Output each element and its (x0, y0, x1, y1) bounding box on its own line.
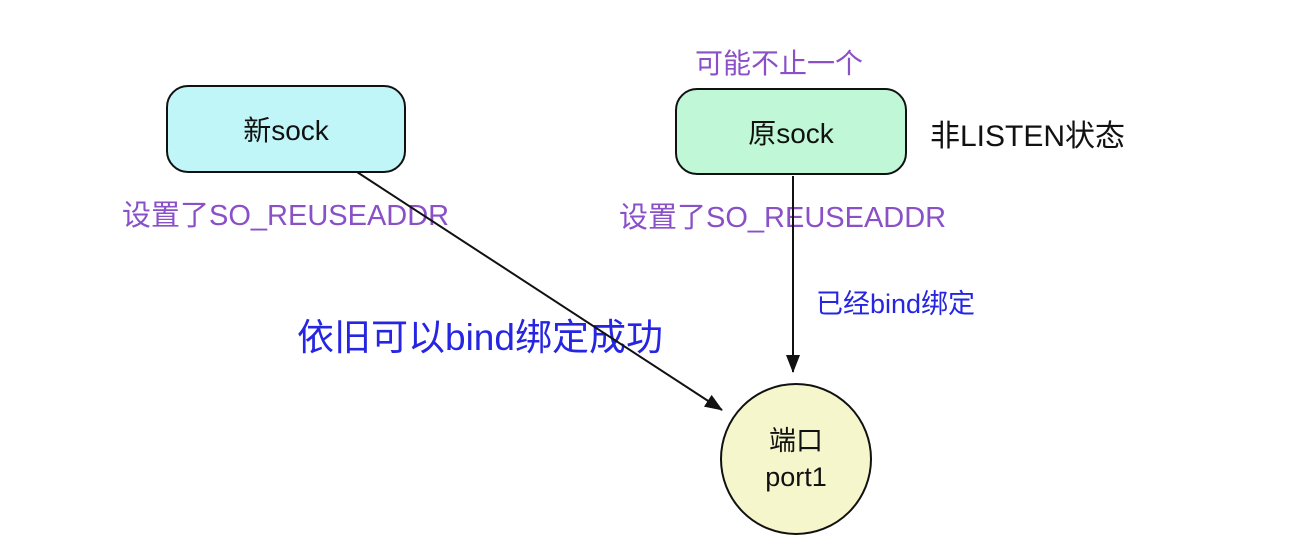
annotation-maybe-more-than-one: 可能不止一个 (695, 48, 864, 79)
annotation-still-bind-success: 依旧可以bind绑定成功 (297, 317, 663, 358)
annotation-already-bind: 已经bind绑定 (816, 289, 976, 319)
new-sock-node: 新sock (166, 85, 406, 173)
orig-sock-label: 原sock (748, 117, 834, 149)
new-sock-label: 新sock (243, 115, 329, 146)
orig-sock-node: 原sock (675, 88, 907, 175)
annotation-set-reuseaddr-right: 设置了SO_REUSEADDR (619, 202, 947, 234)
port-label-en: port1 (765, 462, 827, 492)
annotation-set-reuseaddr-left: 设置了SO_REUSEADDR (122, 200, 450, 232)
port-node: 端口 port1 (720, 383, 872, 535)
port-label-cn: 端口 (769, 425, 823, 456)
annotation-non-listen-state: 非LISTEN状态 (930, 120, 1126, 153)
